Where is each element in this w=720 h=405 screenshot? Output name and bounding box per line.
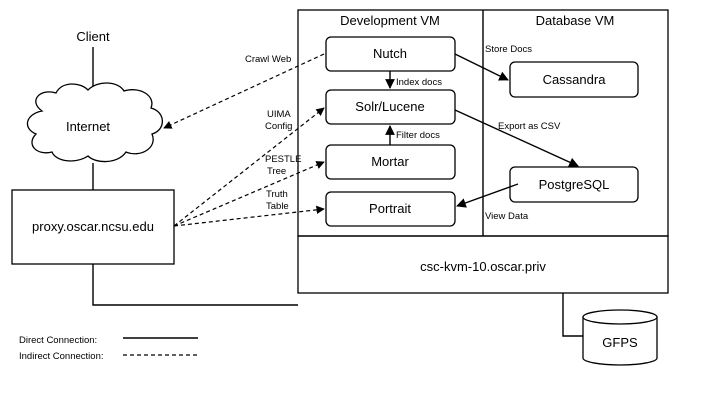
host-label: csc-kvm-10.oscar.priv [420, 259, 546, 274]
truth-label-1: Truth [266, 189, 288, 200]
proxy-mortar-dashed [173, 161, 325, 227]
gfps-cylinder-top [582, 309, 658, 325]
mortar-label: Mortar [371, 154, 409, 169]
legend-direct-label: Direct Connection: [19, 335, 97, 346]
solr-box [325, 89, 456, 125]
proxy-portrait-dashed [173, 205, 325, 227]
truth-label-2: Table [266, 201, 289, 212]
gfps-cylinder-body [582, 317, 658, 366]
crawl-web-label: Crawl Web [245, 54, 291, 65]
internet-label: Internet [66, 119, 110, 134]
development-vm-title: Development VM [340, 13, 440, 28]
nutch-cassandra-arrow [454, 53, 509, 81]
view-data-label: View Data [485, 211, 529, 222]
filter-docs-label: Filter docs [396, 130, 440, 141]
portrait-label: Portrait [369, 201, 411, 216]
solr-label: Solr/Lucene [355, 99, 424, 114]
proxy-label: proxy.oscar.ncsu.edu [32, 219, 154, 234]
host-gfps-link [562, 293, 583, 337]
postgresql-box [509, 166, 639, 203]
nutch-label: Nutch [373, 46, 407, 61]
postgresql-portrait-arrow [456, 183, 519, 208]
proxy-solr-dashed [173, 107, 325, 227]
index-docs-label: Index docs [396, 77, 442, 88]
store-docs-label: Store Docs [485, 44, 532, 55]
uima-label-2: Config [265, 121, 292, 132]
pestle-label-1: PESTLE [265, 154, 301, 165]
cassandra-label: Cassandra [543, 72, 607, 87]
portrait-box [325, 191, 456, 227]
pestle-label-2: Tree [267, 166, 286, 177]
proxy-host-link [92, 264, 298, 306]
internet-cloud [26, 82, 164, 163]
solr-postgresql-arrow [454, 109, 579, 167]
uima-label-1: UIMA [267, 109, 291, 120]
gfps-label: GFPS [602, 335, 638, 350]
cassandra-box [509, 61, 639, 98]
legend-indirect-label: Indirect Connection: [19, 351, 104, 362]
export-csv-label: Export as CSV [498, 121, 561, 132]
postgresql-label: PostgreSQL [539, 177, 610, 192]
nutch-internet-dashed [163, 53, 325, 129]
host-frame [297, 235, 669, 294]
client-label: Client [76, 29, 110, 44]
database-vm-title: Database VM [536, 13, 615, 28]
